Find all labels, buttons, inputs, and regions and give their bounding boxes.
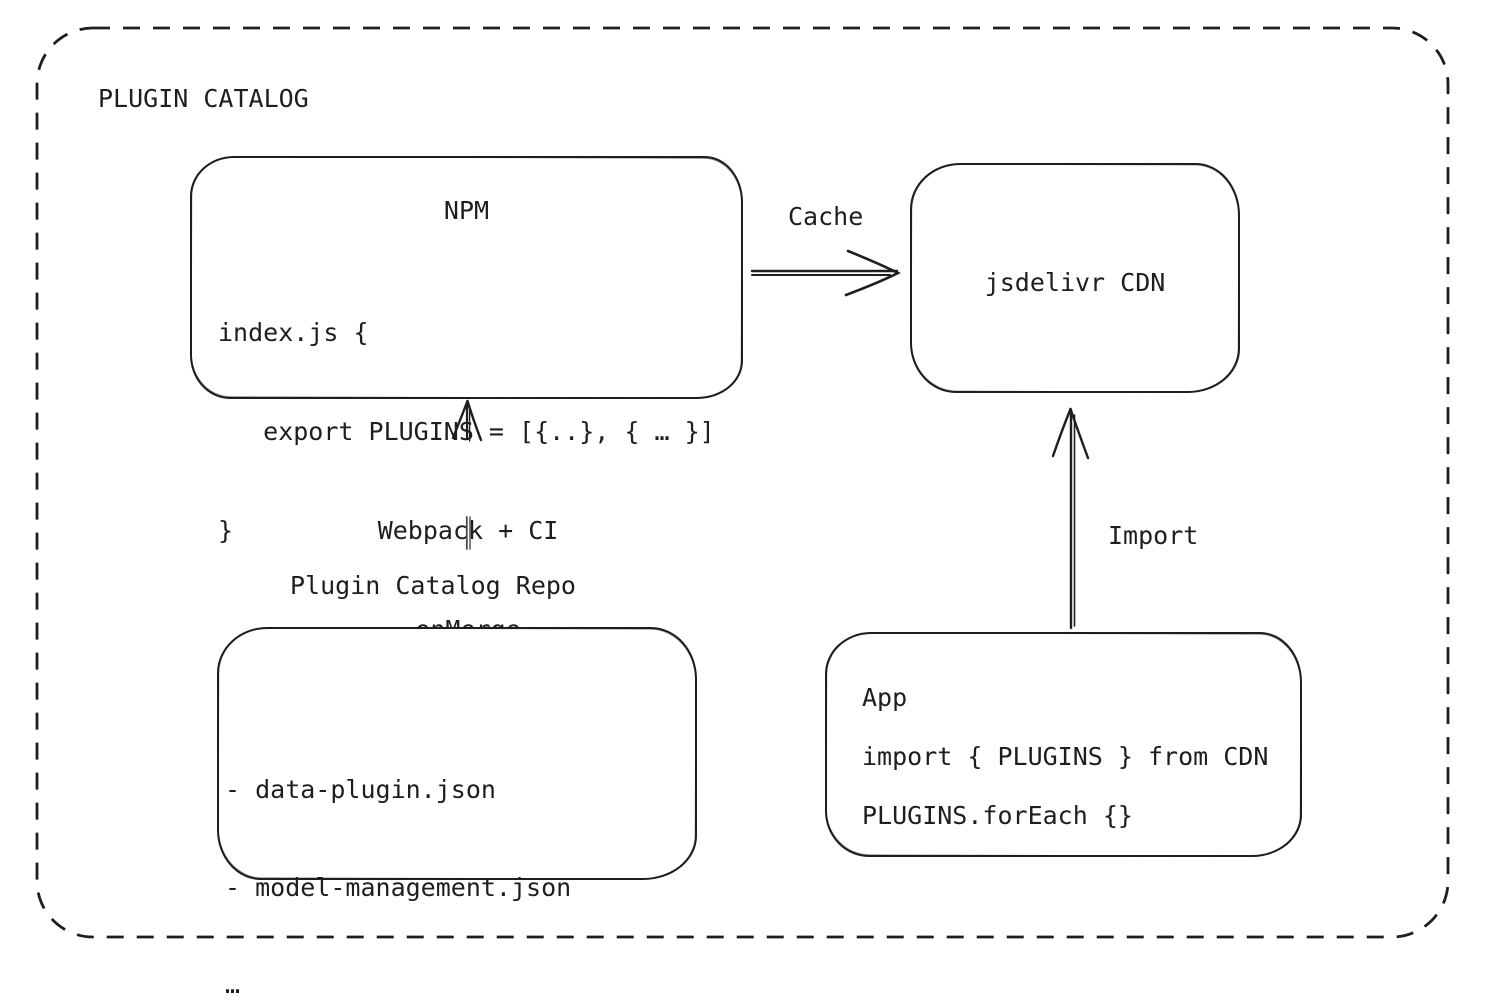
npm-node-title: NPM: [443, 196, 490, 225]
repo-file-list: - data-plugin.json - model-management.js…: [225, 709, 571, 1002]
build-arrow-label-line1: Webpack + CI: [377, 516, 559, 545]
app-node-title: App: [862, 683, 908, 712]
cache-arrow: [750, 249, 901, 297]
npm-code-line: export PLUGINS = [{..}, { … }]: [218, 417, 715, 446]
repo-file-item: …: [225, 970, 241, 999]
diagram-title: PLUGIN CATALOG: [98, 84, 309, 113]
cache-arrow-label: Cache: [788, 202, 864, 231]
plugin-catalog-repo-node: [217, 627, 697, 880]
npm-code-line: index.js {: [218, 318, 369, 347]
repo-node-title: Plugin Catalog Repo: [290, 571, 576, 600]
npm-code-block: index.js { export PLUGINS = [{..}, { … }…: [218, 250, 715, 613]
npm-node: [190, 156, 743, 399]
app-node: [825, 632, 1302, 857]
repo-file-item: - data-plugin.json: [225, 775, 496, 804]
jsdelivr-cdn-node: [910, 163, 1240, 393]
import-arrow: [1051, 407, 1090, 630]
app-code-line: PLUGINS.forEach {}: [862, 801, 1133, 830]
app-code-line: import { PLUGINS } from CDN: [862, 742, 1269, 771]
repo-file-item: - model-management.json: [225, 872, 572, 902]
jsdelivr-cdn-label: jsdelivr CDN: [984, 268, 1166, 297]
import-arrow-label: Import: [1108, 521, 1199, 550]
npm-code-line: }: [218, 516, 234, 545]
